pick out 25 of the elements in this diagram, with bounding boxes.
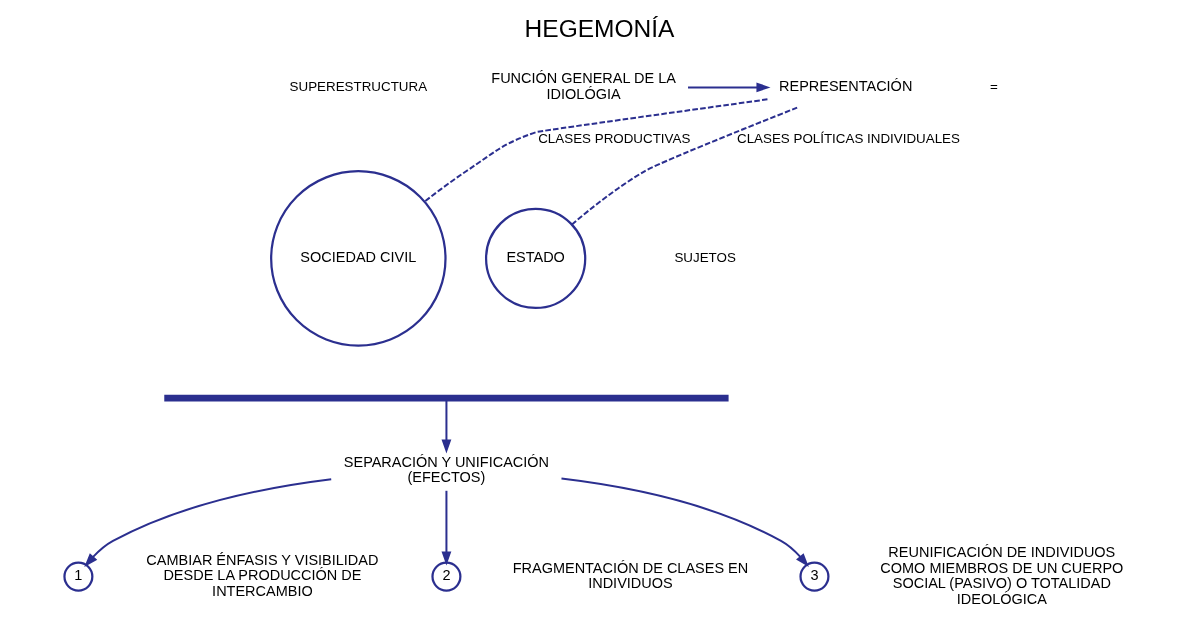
connector xyxy=(424,98,768,203)
label: SUPERESTRUCTURA xyxy=(289,78,428,94)
node-circle: SOCIEDAD CIVIL xyxy=(270,170,447,347)
edge-label: CLASES PRODUCTIVAS xyxy=(538,130,691,146)
node-label: CAMBIAR ÉNFASIS Y VISIBILIDAD DESDE LA PRODUCCIÓN DE INTERCAMBIO xyxy=(146,551,379,600)
node-circle: 2 xyxy=(431,561,462,592)
node-text: REPRESENTACIÓN xyxy=(779,78,913,95)
node-circle: ESTADO xyxy=(484,207,587,310)
label: = xyxy=(990,78,998,94)
node-label: FRAGMENTACIÓN DE CLASES EN INDIVIDUOS xyxy=(512,559,749,592)
label: SUJETOS xyxy=(674,249,736,265)
edge-label: CLASES POLÍTICAS INDIVIDUALES xyxy=(736,130,960,146)
node-circle: 3 xyxy=(799,561,830,592)
node-text: SEPARACIÓN Y UNIFICACIÓN (EFECTOS) xyxy=(343,453,550,486)
arrow xyxy=(441,400,452,454)
diagram-title: HEGEMONÍA xyxy=(524,14,675,42)
node-circle: 1 xyxy=(63,561,94,592)
arrow xyxy=(561,477,809,568)
arrow xyxy=(441,490,452,566)
arrow xyxy=(84,478,332,568)
connector xyxy=(571,106,798,226)
node-bar xyxy=(164,394,729,402)
arrow xyxy=(688,82,771,93)
node-label: REUNIFICACIÓN DE INDIVIDUOS COMO MIEMBROS DE UN CUERPO SOCIAL (PASIVO) O TOTALIDAD IDEOLÓGICA xyxy=(880,543,1124,607)
node-text: FUNCIÓN GENERAL DE LA IDIOLÓGIA xyxy=(491,70,676,102)
